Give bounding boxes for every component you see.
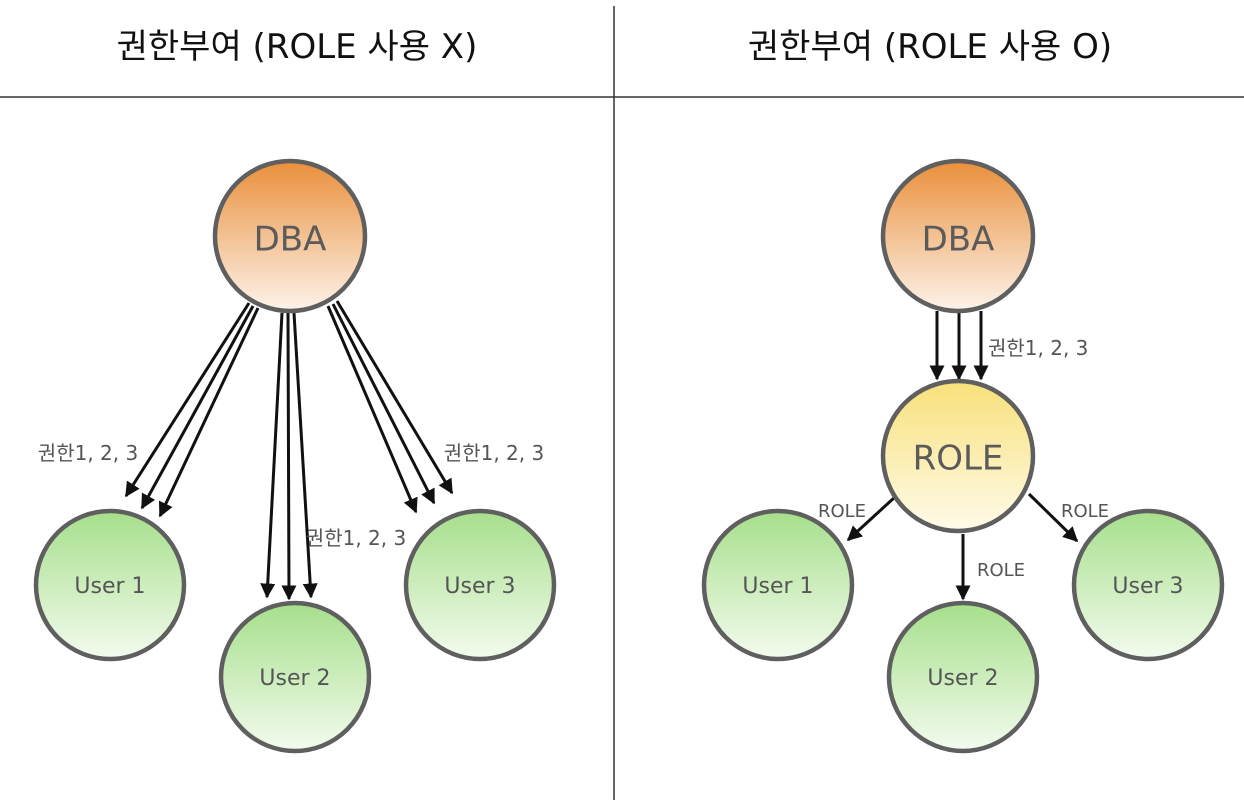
right-edge-label-user2: ROLE [977, 560, 1025, 581]
left-node-user1-label: User 1 [74, 574, 145, 599]
right-edge-label-user1: ROLE [818, 501, 866, 522]
right-node-user2-circle [886, 600, 1040, 754]
left-arrow-user3-a [326, 305, 418, 514]
left-arrows-to-user3 [326, 300, 454, 514]
left-node-user1-circle [33, 508, 187, 662]
right-node-user3-label: User 3 [1112, 574, 1183, 599]
right-node-user3: User 3 [1071, 508, 1225, 662]
left-arrow-user1-c [158, 307, 260, 518]
right-edge-label-role: 권한1, 2, 3 [988, 336, 1088, 360]
left-arrow-user3-c [335, 300, 454, 495]
right-arrows-to-role [929, 311, 989, 381]
left-node-user2: User 2 [218, 600, 372, 754]
right-node-user1: User 1 [701, 508, 855, 662]
left-arrow-user2-c [292, 312, 318, 599]
left-arrow-user1-a [124, 302, 251, 498]
right-node-role-circle [880, 378, 1036, 534]
right-panel: 권한1, 2, 3 ROLE ROLE ROLE DBA ROLE User 1… [701, 158, 1225, 754]
right-node-role-label: ROLE [913, 439, 1004, 479]
left-panel: 권한1, 2, 3 권한1, 2, 3 권한1, 2, 3 DBA User 1… [33, 158, 557, 754]
left-arrows-to-user1 [124, 302, 260, 518]
right-arrows-to-users [846, 492, 1079, 601]
left-edge-label-user3: 권한1, 2, 3 [444, 441, 544, 465]
left-node-user3-circle [403, 508, 557, 662]
left-arrow-user3-b [331, 303, 436, 505]
left-edge-label-user1: 권한1, 2, 3 [38, 441, 138, 465]
left-node-dba-label: DBA [254, 220, 327, 260]
left-arrow-user2-b [281, 312, 297, 601]
right-panel-title: 권한부여 (ROLE 사용 O) [748, 27, 1112, 67]
right-node-user1-circle [701, 508, 855, 662]
right-node-dba-label: DBA [922, 220, 995, 260]
left-edge-label-user2: 권한1, 2, 3 [306, 526, 406, 550]
right-arrow-user1 [846, 495, 897, 542]
right-node-user1-label: User 1 [742, 574, 813, 599]
right-node-user2-label: User 2 [927, 666, 998, 691]
right-node-user2: User 2 [886, 600, 1040, 754]
left-node-user1: User 1 [33, 508, 187, 662]
left-arrows-to-user2 [260, 312, 318, 601]
left-node-user2-circle [218, 600, 372, 754]
right-node-role: ROLE [880, 378, 1036, 534]
left-node-user2-label: User 2 [259, 666, 330, 691]
right-arrow-user3 [1027, 492, 1079, 543]
left-node-dba: DBA [212, 158, 368, 314]
right-edge-label-user3: ROLE [1061, 501, 1109, 522]
left-panel-title: 권한부여 (ROLE 사용 X) [117, 27, 478, 67]
left-node-user3-label: User 3 [444, 574, 515, 599]
left-arrow-user1-b [140, 305, 255, 510]
right-node-dba-circle [880, 158, 1036, 314]
left-node-user3: User 3 [403, 508, 557, 662]
left-node-dba-circle [212, 158, 368, 314]
right-node-user3-circle [1071, 508, 1225, 662]
left-arrow-user2-a [260, 312, 284, 599]
right-node-dba: DBA [880, 158, 1036, 314]
